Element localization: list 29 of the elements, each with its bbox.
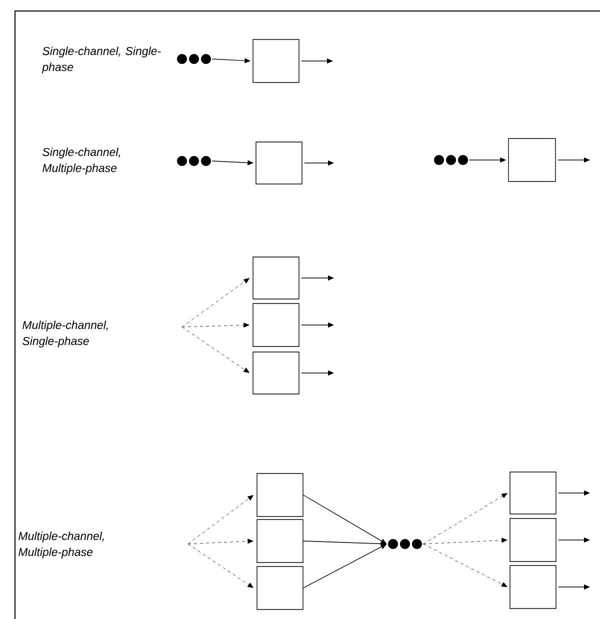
row-label: Single-channel, Single-phase bbox=[42, 46, 161, 74]
row-label: Multiple-channel, Single-phase bbox=[22, 320, 108, 348]
row-label: Multiple-channel, Multiple-phase bbox=[18, 532, 104, 558]
server-box bbox=[256, 473, 304, 517]
server-box bbox=[252, 256, 300, 300]
server-box bbox=[510, 472, 556, 514]
arrow bbox=[423, 493, 508, 544]
queue-dots bbox=[177, 156, 211, 166]
arrow bbox=[188, 544, 254, 588]
server-box bbox=[508, 138, 556, 182]
arrow bbox=[188, 538, 254, 544]
server-box bbox=[252, 303, 300, 347]
server-box bbox=[256, 519, 304, 563]
arrow bbox=[182, 278, 250, 328]
server-box bbox=[256, 566, 304, 610]
arrow bbox=[423, 544, 508, 587]
queue-dots bbox=[177, 54, 211, 64]
server-box bbox=[252, 39, 300, 83]
server-box bbox=[510, 518, 556, 562]
arrow bbox=[182, 326, 250, 373]
server-box bbox=[510, 565, 556, 609]
arrow bbox=[188, 495, 254, 544]
arrow bbox=[182, 322, 250, 328]
queue-dots bbox=[434, 155, 468, 165]
server-box bbox=[256, 142, 302, 184]
arrow bbox=[423, 538, 508, 544]
row-label: Single-channel, Multiple-phase bbox=[42, 148, 120, 174]
server-box bbox=[252, 352, 300, 394]
queue-dots bbox=[388, 539, 422, 549]
